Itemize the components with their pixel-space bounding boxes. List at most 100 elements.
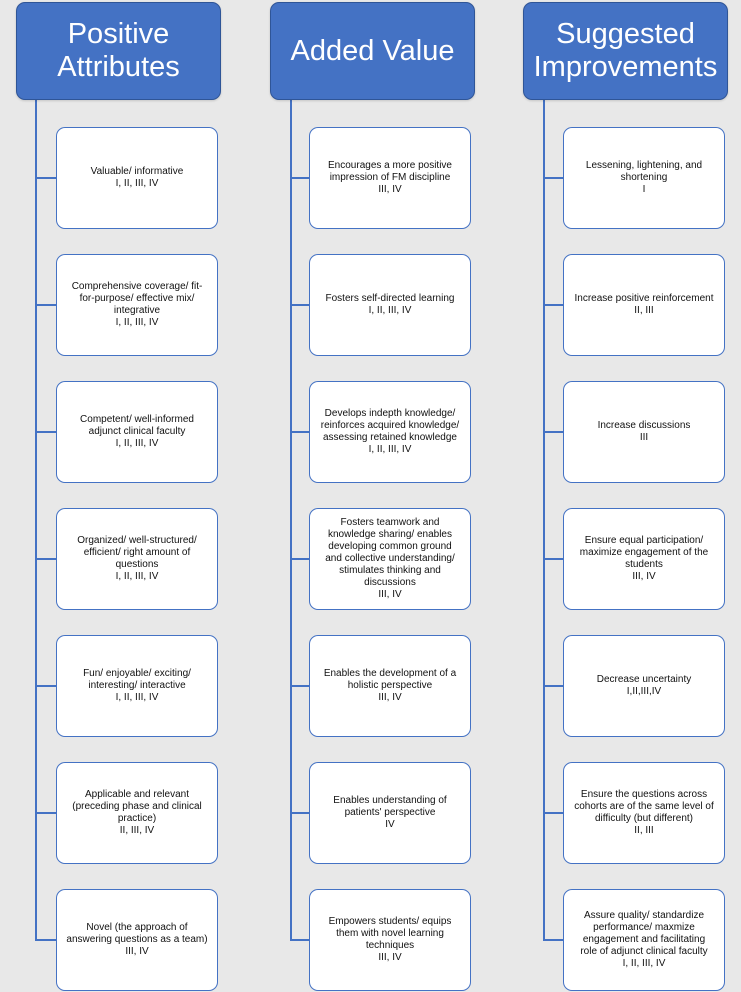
added-value-connector: [290, 685, 309, 687]
positive-attributes-item: Comprehensive coverage/ fit- for-purpose…: [56, 254, 218, 356]
item-codes: III: [639, 432, 649, 443]
item-codes: I, II, III, IV: [622, 958, 666, 969]
positive-attributes-connector: [35, 812, 56, 814]
positive-attributes-item: Competent/ well-informed adjunct clinica…: [56, 381, 218, 483]
item-codes: III, IV: [378, 184, 402, 195]
added-value-spine: [290, 100, 292, 941]
item-codes: II, III: [634, 305, 654, 316]
positive-attributes-connector: [35, 558, 56, 560]
added-value-item: Enables the development of a holistic pe…: [309, 635, 471, 737]
item-text: Decrease uncertainty: [596, 674, 692, 685]
item-text: Fun/ enjoyable/ exciting/ interesting/ i…: [83, 668, 191, 691]
item-codes: I: [642, 184, 646, 195]
added-value-item: Fosters teamwork and knowledge sharing/ …: [309, 508, 471, 610]
positive-attributes-connector: [35, 177, 56, 179]
item-text: Lessening, lightening, and shortening: [585, 160, 703, 183]
item-codes: II, III, IV: [119, 825, 155, 836]
item-content: Fun/ enjoyable/ exciting/ interesting/ i…: [83, 668, 191, 704]
item-text: Organized/ well-structured/ efficient/ r…: [77, 535, 197, 570]
item-text: Enables the development of a holistic pe…: [323, 668, 457, 691]
item-codes: I,II,III,IV: [626, 686, 662, 697]
item-content: Fosters teamwork and knowledge sharing/ …: [325, 517, 455, 601]
item-text: Fosters self-directed learning: [325, 293, 455, 304]
positive-attributes-item: Fun/ enjoyable/ exciting/ interesting/ i…: [56, 635, 218, 737]
item-codes: I, II, III, IV: [115, 692, 159, 703]
item-codes: III, IV: [378, 692, 402, 703]
suggested-improvements-connector: [543, 177, 563, 179]
suggested-improvements-item: Assure quality/ standardize performance/…: [563, 889, 725, 991]
positive-attributes-connector: [35, 431, 56, 433]
item-text: Applicable and relevant (preceding phase…: [72, 789, 202, 824]
positive-attributes-item: Applicable and relevant (preceding phase…: [56, 762, 218, 864]
positive-attributes-connector: [35, 685, 56, 687]
item-text: Ensure equal participation/ maximize eng…: [579, 535, 709, 570]
item-codes: IV: [385, 819, 395, 830]
item-text: Increase discussions: [597, 420, 691, 431]
item-text: Valuable/ informative: [90, 166, 184, 177]
added-value-item: Develops indepth knowledge/ reinforces a…: [309, 381, 471, 483]
item-content: Novel (the approach of answering questio…: [66, 922, 207, 958]
item-content: Competent/ well-informed adjunct clinica…: [80, 414, 194, 450]
item-text: Competent/ well-informed adjunct clinica…: [80, 414, 194, 437]
added-value-connector: [290, 812, 309, 814]
item-content: Enables the development of a holistic pe…: [324, 668, 456, 704]
item-codes: I, II, III, IV: [115, 571, 159, 582]
item-codes: I, II, III, IV: [368, 444, 412, 455]
item-content: Empowers students/ equips them with nove…: [329, 916, 452, 964]
added-value-connector: [290, 304, 309, 306]
item-content: Ensure equal participation/ maximize eng…: [580, 535, 708, 583]
suggested-improvements-spine: [543, 100, 545, 941]
suggested-improvements-connector: [543, 558, 563, 560]
item-text: Comprehensive coverage/ fit- for-purpose…: [71, 281, 203, 316]
positive-attributes-item: Organized/ well-structured/ efficient/ r…: [56, 508, 218, 610]
item-content: Encourages a more positive impression of…: [328, 160, 452, 196]
item-codes: III, IV: [378, 589, 402, 600]
positive-attributes-header: Positive Attributes: [16, 2, 221, 100]
item-codes: III, IV: [125, 946, 149, 957]
suggested-improvements-connector: [543, 812, 563, 814]
positive-attributes-spine: [35, 100, 37, 941]
added-value-connector: [290, 431, 309, 433]
added-value-item: Empowers students/ equips them with nove…: [309, 889, 471, 991]
item-text: Develops indepth knowledge/ reinforces a…: [320, 408, 460, 443]
item-codes: III, IV: [378, 952, 402, 963]
item-codes: II, III: [634, 825, 654, 836]
item-content: Develops indepth knowledge/ reinforces a…: [321, 408, 459, 456]
added-value-connector: [290, 939, 309, 941]
suggested-improvements-connector: [543, 304, 563, 306]
item-codes: I, II, III, IV: [115, 178, 159, 189]
item-content: Enables understanding of patients' persp…: [333, 795, 446, 831]
suggested-improvements-connector: [543, 685, 563, 687]
item-text: Fosters teamwork and knowledge sharing/ …: [325, 517, 455, 588]
positive-attributes-item: Novel (the approach of answering questio…: [56, 889, 218, 991]
item-content: Organized/ well-structured/ efficient/ r…: [77, 535, 197, 583]
added-value-item: Encourages a more positive impression of…: [309, 127, 471, 229]
added-value-header: Added Value: [270, 2, 475, 100]
item-text: Assure quality/ standardize performance/…: [580, 910, 708, 957]
item-content: Applicable and relevant (preceding phase…: [72, 789, 202, 837]
positive-attributes-connector: [35, 304, 56, 306]
positive-attributes-connector: [35, 939, 56, 941]
suggested-improvements-header: Suggested Improvements: [523, 2, 728, 100]
item-text: Increase positive reinforcement: [574, 293, 714, 304]
item-text: Empowers students/ equips them with nove…: [328, 916, 452, 951]
item-content: Comprehensive coverage/ fit- for-purpose…: [72, 281, 203, 329]
added-value-item: Enables understanding of patients' persp…: [309, 762, 471, 864]
item-text: Encourages a more positive impression of…: [328, 160, 452, 183]
item-codes: I, II, III, IV: [368, 305, 412, 316]
item-codes: I, II, III, IV: [115, 317, 159, 328]
suggested-improvements-item: Ensure the questions across cohorts are …: [563, 762, 725, 864]
item-content: Assure quality/ standardize performance/…: [580, 910, 707, 970]
item-text: Enables understanding of patients' persp…: [333, 795, 447, 818]
item-text: Novel (the approach of answering questio…: [66, 922, 208, 945]
